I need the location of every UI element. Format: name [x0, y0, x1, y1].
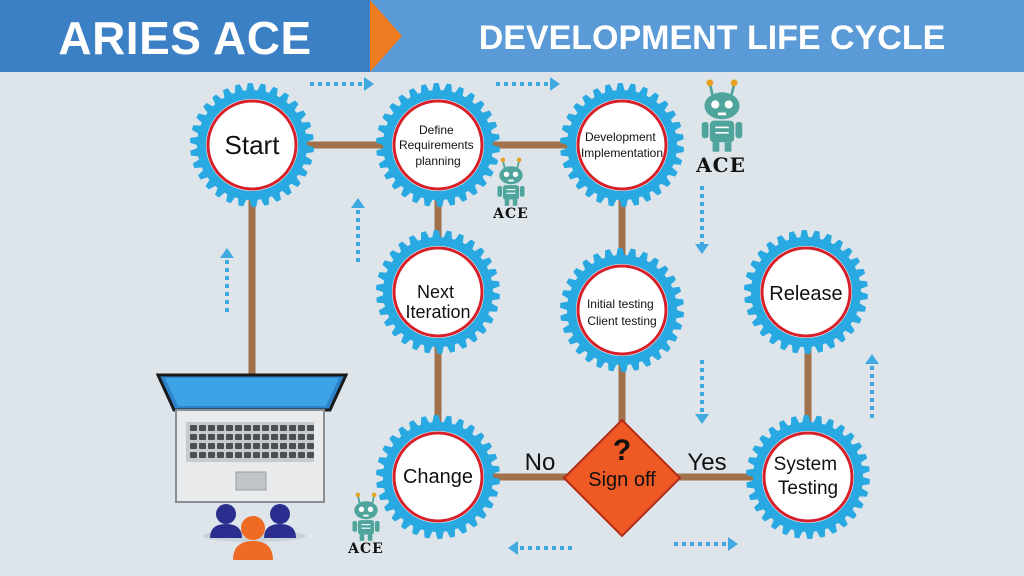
node-define-line1: Define [419, 123, 454, 137]
node-system-testing-line2: Testing [778, 478, 838, 499]
gear-system-testing [746, 415, 870, 539]
robot-mascots [352, 79, 743, 541]
node-initial-testing-label: Initial testing Client testing [587, 297, 657, 328]
gear-initial-testing [560, 248, 684, 372]
signoff-decision: ? Sign off [562, 418, 682, 538]
header-banner: ARIES ACE DEVELOPMENT LIFE CYCLE [0, 0, 1024, 72]
users-icon [202, 504, 306, 560]
gear-development [560, 83, 684, 207]
flow-arrows [220, 77, 879, 555]
yes-label: Yes [687, 449, 726, 476]
no-label: No [525, 449, 556, 476]
node-change-label: Change [403, 466, 473, 488]
laptop-icon [155, 373, 349, 503]
node-start-label: Start [225, 130, 281, 160]
gear-define [376, 83, 500, 207]
decision-diamond [562, 418, 682, 538]
node-development-line1: Development [585, 130, 656, 144]
node-release-line: Release [769, 283, 842, 305]
node-start-line: Start [225, 130, 281, 160]
mascot-label-2: ACE [695, 153, 746, 177]
header-right-panel [370, 0, 1024, 72]
decision-question-icon: ? [613, 434, 631, 467]
dotted-arrow-icon-up-left [220, 248, 234, 312]
node-initial-testing-line1: Initial testing [587, 297, 654, 311]
node-system-testing-line1: System [774, 454, 837, 475]
dotted-arrow-icon-right-bottom [674, 537, 738, 551]
node-next-iteration-line2: Iteration [405, 302, 470, 322]
node-next-iteration-label: Next Iteration [405, 282, 470, 322]
dotted-arrow-icon-top-left [310, 77, 374, 91]
node-initial-testing-line2: Client testing [587, 314, 656, 328]
connectors [248, 141, 812, 481]
gear-release [744, 230, 868, 354]
robot-icon-3 [352, 492, 380, 541]
gear-start [190, 83, 314, 207]
gear-next-iteration [376, 230, 500, 354]
header-subtitle: DEVELOPMENT LIFE CYCLE [478, 19, 946, 57]
mascot-label-3: ACE [347, 541, 384, 557]
gear-change [376, 415, 500, 539]
node-release-label: Release [769, 283, 842, 305]
dotted-arrow-icon-down-lower [695, 360, 709, 424]
node-define-label: Define Requirements planning [399, 123, 477, 168]
header-left-panel [0, 0, 370, 72]
dotted-arrow-icon-down-upper [695, 186, 709, 254]
decision-label: Sign off [588, 469, 656, 491]
node-define-line2: Requirements [399, 138, 474, 152]
robot-icon-2 [701, 79, 743, 152]
gear-nodes [190, 83, 870, 539]
node-development-line2: Implementation [581, 146, 663, 160]
node-development-label: Development Implementation [581, 130, 663, 160]
mascot-label-1: ACE [492, 206, 529, 222]
robot-icon-1 [497, 157, 525, 206]
header-arrow-icon [370, 0, 402, 72]
header-title: ARIES ACE [58, 12, 312, 64]
node-system-testing-label: System Testing [774, 454, 843, 499]
dotted-arrow-icon-left-bottom [508, 541, 572, 555]
dotted-arrow-icon-up-mid [351, 198, 365, 262]
dotted-arrow-icon-up-right [865, 354, 879, 418]
node-next-iteration-line1: Next [417, 282, 454, 302]
dotted-arrow-icon-top-right [496, 77, 560, 91]
node-labels: Start Define Requirements planning Devel… [225, 123, 843, 499]
node-change-line: Change [403, 466, 473, 488]
node-define-line3: planning [415, 154, 460, 168]
